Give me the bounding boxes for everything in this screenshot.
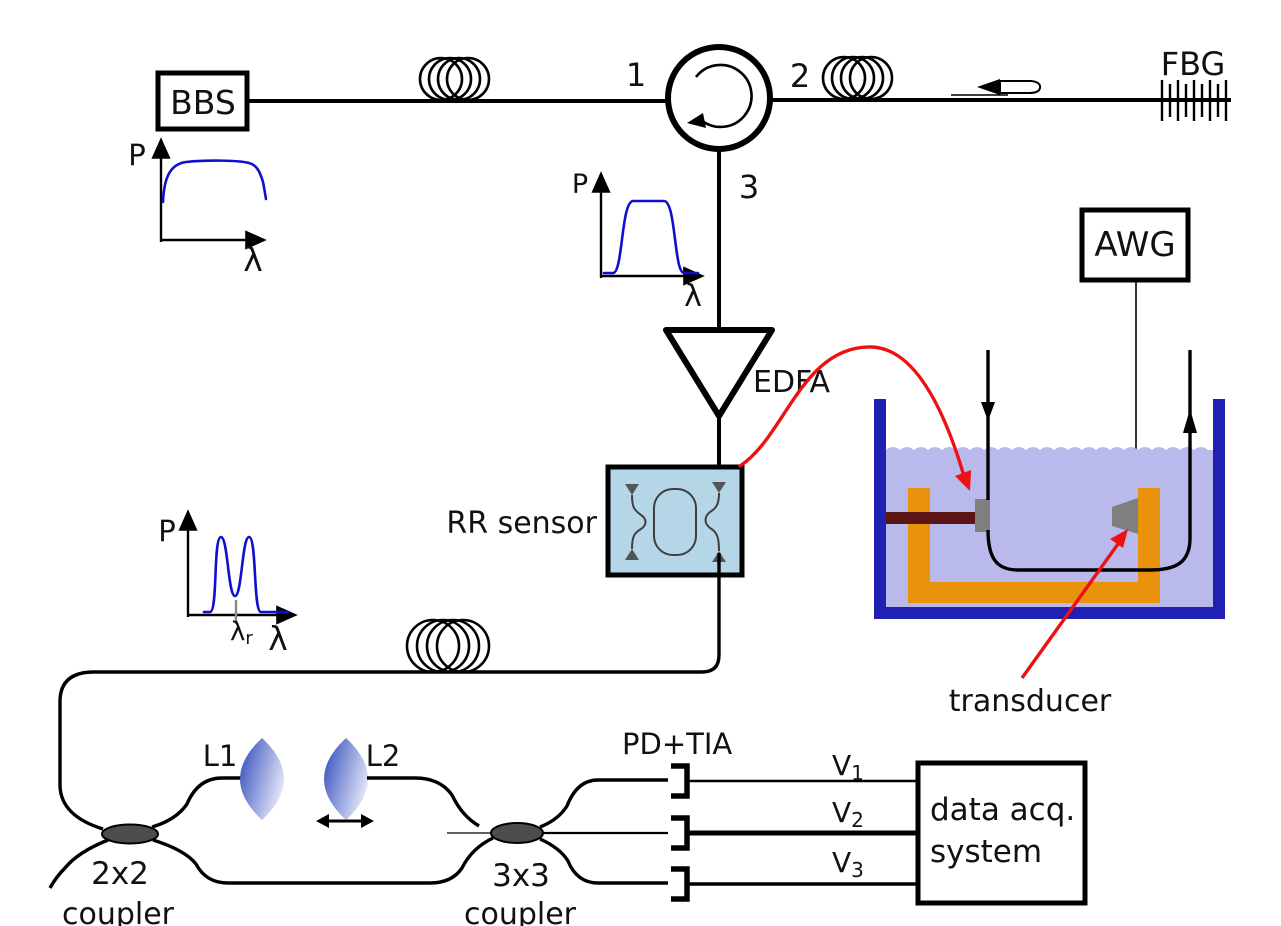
waveguide-arrow	[625, 484, 639, 495]
fixture-base	[908, 582, 1160, 603]
holder-rod	[886, 512, 978, 524]
fiber-2x2-lower-arm	[152, 836, 494, 885]
ring-resonator	[653, 488, 697, 556]
pd-symbol	[671, 866, 690, 902]
bbs-label: BBS	[170, 83, 236, 122]
fiber-up-arrowhead	[1183, 409, 1197, 433]
fbg: FBG	[1160, 45, 1228, 121]
circulator-arrowhead	[687, 113, 706, 128]
coupler-3x3-word: coupler	[464, 897, 577, 926]
circulator	[665, 44, 773, 152]
water-tank	[874, 350, 1225, 619]
y-axis-label: P	[572, 169, 588, 200]
tank-wall-right	[1213, 399, 1225, 619]
spectrum-broadband-source: P λ	[128, 137, 268, 279]
fiber-coil	[405, 618, 491, 674]
port3-label: 3	[739, 168, 759, 206]
circulator-rotation-arrow	[694, 63, 753, 129]
awg-generator: AWG	[1079, 207, 1191, 283]
waveguide-arrow	[625, 549, 639, 560]
y-axis-label: P	[128, 138, 146, 172]
fiber-3x3-out-top	[539, 778, 668, 829]
data-acquisition-system: data acq. system	[915, 760, 1088, 906]
fiber-down-arrowhead	[981, 402, 995, 421]
daq-label-line2: system	[930, 834, 1042, 870]
photodetectors: PD+TIA	[622, 727, 732, 902]
waveguide-arrow	[712, 482, 726, 493]
fiber-holder-block	[975, 499, 990, 532]
fiber-l2-to-3x3	[367, 776, 480, 828]
fiber-loop-in-tank	[986, 350, 1192, 572]
edfa-amplifier: EDFA	[663, 327, 831, 419]
resonance-wavelength-label: λr	[230, 617, 253, 649]
unused-port-fiber	[48, 838, 109, 889]
coupler-2x2-word: coupler	[62, 897, 175, 926]
y-axis-label: P	[158, 514, 176, 548]
coupler-3x3-label: 3x3	[492, 858, 550, 894]
tank-wall-left	[874, 399, 886, 619]
lens-l2-label: L2	[366, 739, 401, 773]
fiber-coil	[418, 56, 491, 102]
daq-label-line1: data acq.	[930, 792, 1075, 828]
rr-sensor-chip	[605, 464, 745, 578]
rr-sensor-label: RR sensor	[446, 506, 597, 541]
awg-label: AWG	[1094, 225, 1175, 265]
transducer-body	[1112, 498, 1138, 534]
port1-label: 1	[626, 56, 646, 94]
coupler-2x2-label: 2x2	[91, 856, 149, 892]
fiber-coil	[821, 55, 894, 101]
red-pointer-rr-to-fiber-tip	[738, 345, 971, 491]
tank-bottom	[874, 607, 1225, 619]
x-axis-label: λ	[243, 240, 263, 279]
port2-label: 2	[790, 57, 810, 95]
x-axis-label: λ	[684, 279, 702, 314]
bbs-source: BBS	[155, 70, 250, 132]
lens-l2: L2	[316, 738, 400, 828]
pd-tia-label: PD+TIA	[622, 727, 732, 761]
coupler-2x2: 2x2 coupler	[48, 776, 494, 926]
x-axis-label: λ	[268, 619, 288, 658]
fixture-right-arm	[1138, 488, 1160, 603]
v2-label: V2	[832, 796, 864, 832]
right-waveguide	[704, 492, 720, 552]
pd-symbol	[671, 763, 690, 799]
fbg-grating	[1160, 80, 1228, 121]
left-waveguide	[631, 494, 647, 550]
pd-symbol	[671, 815, 690, 851]
red-pointer-transducer	[1020, 529, 1128, 679]
fiber-2x2-to-l1	[151, 776, 241, 829]
fiber-3x3-out-bottom	[539, 837, 668, 885]
v1-label: V1	[832, 749, 864, 785]
transducer-label: transducer	[949, 684, 1112, 719]
v3-label: V3	[832, 846, 864, 882]
coupler-3x3: 3x3 coupler	[447, 778, 668, 926]
lens-l1: L1	[203, 738, 284, 820]
lens-l1-label: L1	[203, 739, 238, 773]
reflected-light-arrow	[951, 79, 1042, 96]
translation-arrow	[316, 814, 374, 828]
spectrum-bandpass: P λ	[572, 169, 705, 314]
fiber-rr-to-2x2	[58, 553, 721, 831]
fbg-label: FBG	[1161, 45, 1226, 83]
spectrum-double-peak: P λr λ	[158, 509, 298, 658]
